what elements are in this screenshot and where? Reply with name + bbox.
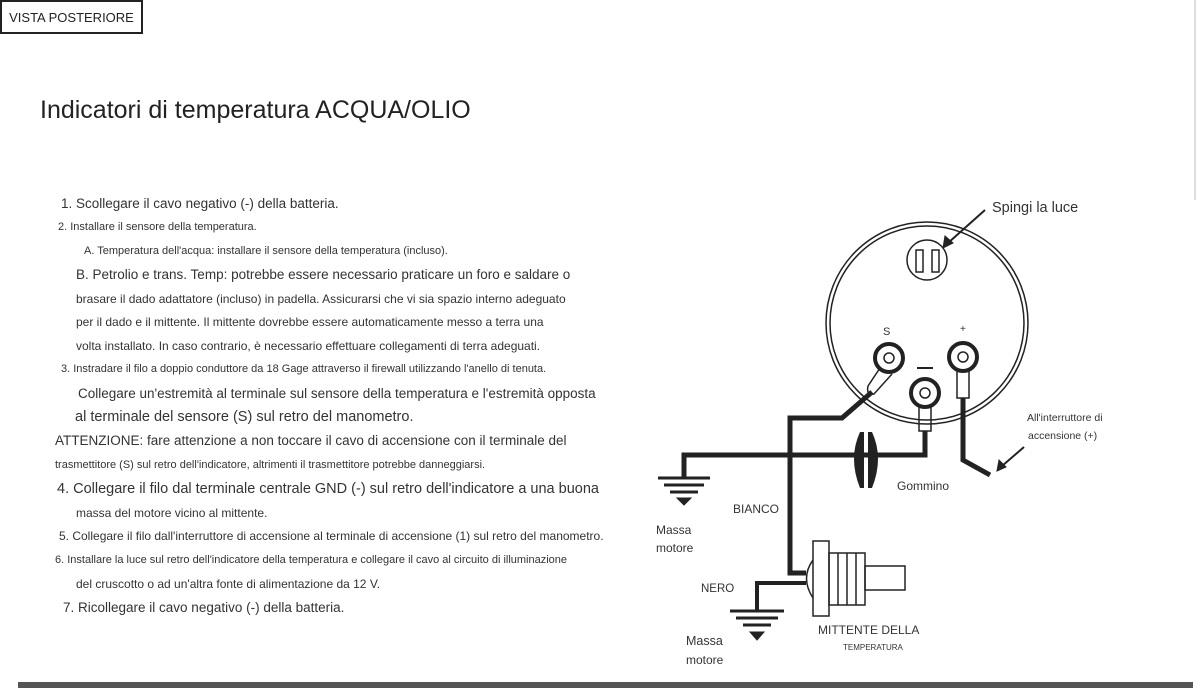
- step-5: 5. Collegare il filo dall'interruttore d…: [59, 529, 604, 543]
- bottom-divider: [18, 682, 1193, 688]
- step-7: 7. Ricollegare il cavo negativo (-) dell…: [63, 600, 345, 615]
- step-2b: B. Petrolio e trans. Temp: potrebbe esse…: [76, 267, 571, 282]
- ground-2-label-1: Massa: [686, 634, 723, 648]
- ground-symbol-2: [730, 609, 784, 641]
- step-3-line2: Collegare un'estremità al terminale sul …: [78, 386, 596, 401]
- white-wire-label: BIANCO: [733, 502, 779, 516]
- step-6-line2: del cruscotto o ad un'altra fonte di ali…: [76, 577, 381, 591]
- terminal-plus-icon: [947, 341, 979, 399]
- page-title: Indicatori di temperatura ACQUA/OLIO: [40, 96, 471, 124]
- ground-2-label-2: motore: [686, 653, 724, 667]
- grommet-icon: [854, 432, 878, 488]
- step-2: 2. Installare il sensore della temperatu…: [58, 221, 257, 233]
- gauge-inner-circle: [829, 225, 1025, 421]
- ignition-arrow-icon: [996, 446, 1025, 472]
- terminal-s-label: S: [883, 326, 890, 338]
- step-4-line2: massa del motore vicino al mittente.: [76, 506, 268, 520]
- ground-wire: [681, 431, 928, 478]
- warning-line2: trasmettitore (S) sul retro dell'indicat…: [55, 459, 486, 471]
- push-light-label: Spingi la luce: [992, 200, 1078, 216]
- step-3: 3. Instradare il filo a doppio conduttor…: [61, 363, 547, 375]
- view-label-box: VISTA POSTERIORE: [0, 0, 143, 34]
- step-2b-line4: volta installato. In caso contrario, è n…: [76, 339, 541, 353]
- spingi-arrow-icon: [942, 209, 986, 249]
- step-3-line3: al terminale del sensore (S) sul retro d…: [75, 409, 414, 425]
- black-wire-label: NERO: [701, 583, 734, 595]
- step-2b-line2: brasare il dado adattatore (incluso) in …: [76, 292, 566, 306]
- ignition-wire: [960, 398, 992, 478]
- ground-symbol-1: [658, 476, 710, 506]
- white-wire: [787, 390, 874, 576]
- step-6: 6. Installare la luce sul retro dell'ind…: [55, 554, 568, 566]
- temperature-sender-icon: [805, 540, 906, 617]
- warning: ATTENZIONE: fare attenzione a non toccar…: [55, 433, 567, 448]
- page-edge: [1194, 0, 1196, 200]
- terminal-ground-icon: [909, 367, 941, 432]
- view-label: VISTA POSTERIORE: [9, 9, 134, 25]
- ignition-label-1: All'interruttore di: [1027, 412, 1103, 424]
- black-wire: [755, 581, 806, 610]
- grommet-label: Gommino: [897, 479, 949, 493]
- sender-label-1: MITTENTE DELLA: [818, 623, 919, 637]
- step-2a: A. Temperatura dell'acqua: installare il…: [84, 245, 448, 257]
- step-2b-line3: per il dado e il mittente. Il mittente d…: [76, 315, 544, 329]
- ground-1-label-2: motore: [656, 541, 694, 555]
- sender-label-2: TEMPERATURA: [843, 643, 904, 652]
- terminal-s-icon: [866, 342, 905, 396]
- gauge-outer-circle: [825, 221, 1029, 425]
- terminal-plus-label: +: [960, 324, 966, 335]
- step-1: 1. Scollegare il cavo negativo (-) della…: [61, 196, 339, 211]
- light-socket-icon: [906, 239, 948, 281]
- ground-1-label-1: Massa: [656, 523, 692, 537]
- step-4: 4. Collegare il filo dal terminale centr…: [57, 481, 599, 497]
- ignition-label-2: accensione (+): [1028, 430, 1097, 442]
